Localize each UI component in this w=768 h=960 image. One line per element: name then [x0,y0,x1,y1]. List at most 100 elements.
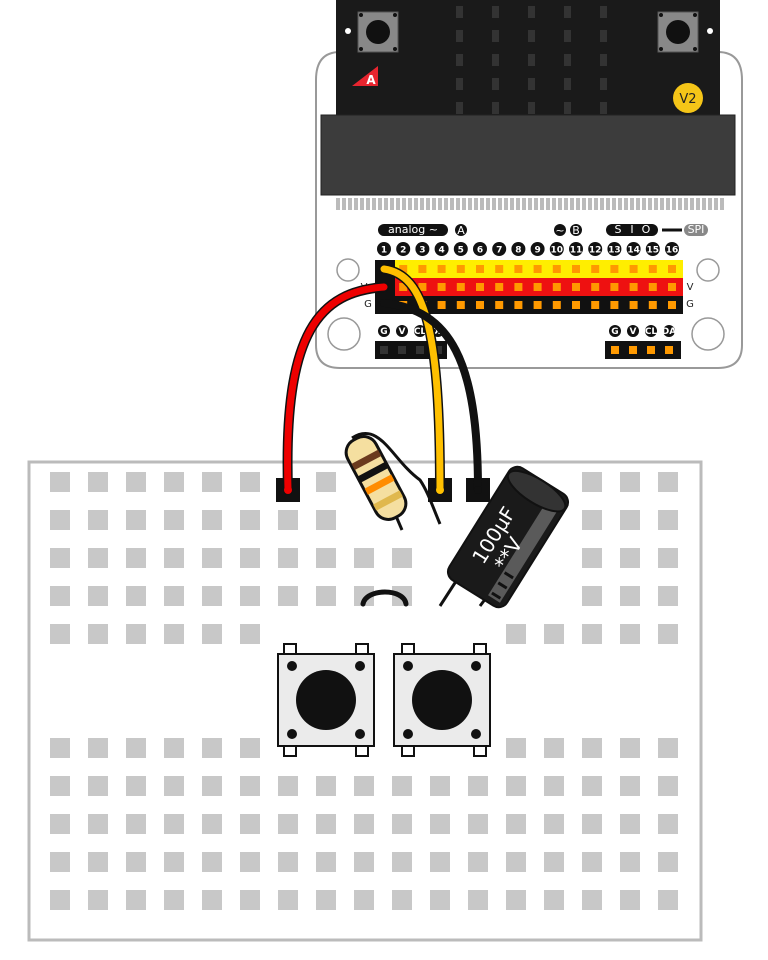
breadboard-hole [544,814,564,834]
comb-tooth [522,198,526,210]
rail-pin-gnd [476,301,484,309]
comb-tooth [468,198,472,210]
breadboard-hole [240,890,260,910]
breadboard-hole [316,472,336,492]
breadboard-hole [316,814,336,834]
breadboard-hole [50,548,70,568]
comb-tooth [678,198,682,210]
rail-header-pins [399,265,676,309]
comb-tooth [366,198,370,210]
breadboard-hole [50,738,70,758]
breadboard-hole [506,776,526,796]
breadboard-hole [468,890,488,910]
pin-number-text: 13 [608,246,621,256]
breadboard-hole [240,738,260,758]
breadboard-hole [88,586,108,606]
led-matrix [456,6,607,114]
breadboard-hole [240,776,260,796]
breadboard-hole [582,852,602,872]
comb-tooth [708,198,712,210]
breadboard-hole [240,586,260,606]
breadboard-hole [658,776,678,796]
pin-number-badge [511,242,526,256]
comb-tooth [534,198,538,210]
breadboard-hole [506,890,526,910]
led-dot [600,30,607,42]
comb-tooth [714,198,718,210]
led-dot [456,102,463,114]
comb-tooth [396,198,400,210]
breadboard-hole [88,510,108,530]
rail-pin-signal [610,265,619,273]
comb-tooth [576,198,580,210]
breadboard-hole [658,890,678,910]
pin-number-badge [607,242,622,256]
comb-tooth [510,198,514,210]
breadboard-hole [316,586,336,606]
breadboard-hole [620,472,640,492]
breadboard-hole [392,548,412,568]
breadboard-hole [430,852,450,872]
pin-number-text: 1 [381,246,387,256]
breadboard-hole [126,814,146,834]
comb-tooth [462,198,466,210]
breadboard-hole [88,472,108,492]
breadboard-hole [544,890,564,910]
breadboard-hole [506,852,526,872]
pin-number-badge [473,242,487,256]
microbit-button-a[interactable] [357,11,399,53]
comb-tooth [666,198,670,210]
pin-number-badge [434,242,449,256]
comb-tooth [342,198,346,210]
version-badge: V2 [673,83,703,113]
breadboard-hole [126,852,146,872]
breadboard-hole [582,548,602,568]
breadboard-hole [88,624,108,644]
breadboard-hole [658,586,678,606]
breadboard-hole [620,548,640,568]
jumper-wires [282,264,482,495]
comb-tooth [612,198,616,210]
label-tilde: ~ [555,224,564,237]
breadboard-hole [126,548,146,568]
breadboard-hole [164,548,184,568]
microbit-button-b[interactable] [657,11,699,53]
breadboard-hole [620,624,640,644]
breadboard-hole [202,472,222,492]
comb-tooth [570,198,574,210]
rail-pin-vcc [591,283,600,291]
breadboard-hole [278,548,298,568]
push-button-left[interactable] [277,643,375,757]
comb-tooth [564,198,568,210]
breadboard-hole [240,472,260,492]
push-button-right[interactable] [393,643,491,757]
mount-hole-right-lower [691,317,725,351]
breadboard-holes [50,472,678,910]
breadboard-hole [164,472,184,492]
breadboard-hole [620,814,640,834]
i2c-right-da: DA [662,327,676,337]
breadboard-hole [240,814,260,834]
led-dot [492,54,499,66]
rail-pin-signal [648,265,657,273]
breadboard-hole [50,586,70,606]
breadboard-hole [240,510,260,530]
rail-pin-vcc [572,283,580,291]
breadboard-hole [316,548,336,568]
comb-tooth [498,198,502,210]
rail-pin-vcc [648,283,657,291]
breadboard-hole [164,814,184,834]
comb-tooth [540,198,544,210]
led-dot [564,102,571,114]
i2c-right-v: V [630,327,637,337]
breadboard-hole [354,548,374,568]
breadboard-hole [88,548,108,568]
breadboard-hole [430,890,450,910]
pin-number-badge [415,242,430,256]
led-dot [528,54,535,66]
jumper-link [360,589,409,607]
breadboard-hole [392,814,412,834]
breadboard-hole [164,776,184,796]
rail-pin-vcc [418,283,427,291]
